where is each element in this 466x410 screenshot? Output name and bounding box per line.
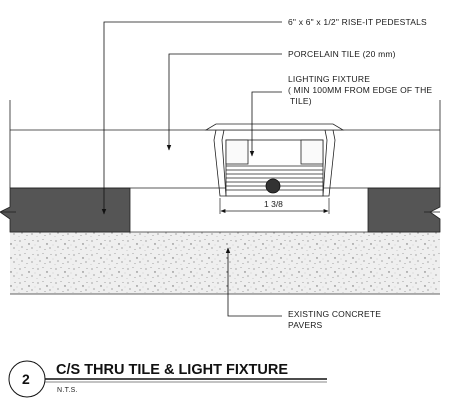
fixture-housing-left xyxy=(213,129,227,197)
callout-lighting-fixture-1: LIGHTING FIXTURE xyxy=(288,74,370,84)
leader-porcelain-tile xyxy=(166,53,282,151)
existing-concrete-pavers xyxy=(10,231,440,295)
detail-number: 2 xyxy=(22,371,30,387)
porcelain-tile xyxy=(9,100,441,189)
callout-pedestals: 6" x 6" x 1/2" RISE-IT PEDESTALS xyxy=(288,17,427,27)
callout-concrete-1: EXISTING CONCRETE xyxy=(288,309,381,319)
leader-lighting-fixture xyxy=(249,91,282,157)
concrete-slab xyxy=(10,232,440,294)
callouts: 6" x 6" x 1/2" RISE-IT PEDESTALS PORCELA… xyxy=(288,17,432,330)
fixture-lamp-left xyxy=(225,139,249,165)
callout-lighting-fixture-3: TILE) xyxy=(290,96,312,106)
leader-concrete xyxy=(225,247,282,317)
detail-title: C/S THRU TILE & LIGHT FIXTURE xyxy=(56,362,288,378)
fixture-lamp-right xyxy=(300,139,324,165)
fixture-fins xyxy=(226,165,323,191)
dimension-text: 1 3/8 xyxy=(264,199,283,209)
pedestal-right xyxy=(367,187,441,233)
callout-lighting-fixture-2: ( MIN 100MM FROM EDGE OF THE xyxy=(288,85,432,95)
callout-porcelain-tile: PORCELAIN TILE (20 mm) xyxy=(288,49,396,59)
pedestal-right-body xyxy=(367,187,441,233)
lighting-fixture xyxy=(204,123,345,197)
pedestal-left xyxy=(0,187,131,233)
pedestal-left-body xyxy=(0,187,131,233)
callout-concrete-2: PAVERS xyxy=(288,320,323,330)
leader-lines xyxy=(101,21,282,317)
fixture-housing-right xyxy=(322,129,336,197)
title-block: 2 C/S THRU TILE & LIGHT FIXTURE N.T.S. xyxy=(8,360,327,398)
dimension-fixture-width: 1 3/8 xyxy=(219,198,330,214)
detail-scale: N.T.S. xyxy=(57,387,78,394)
fixture-cable-entry xyxy=(265,178,281,194)
fixture-flange xyxy=(204,123,345,131)
leader-pedestals xyxy=(101,21,282,215)
